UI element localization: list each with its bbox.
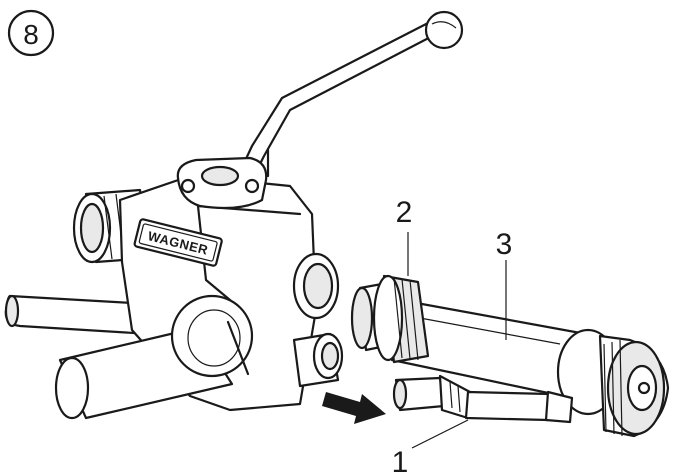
outlet-port [292, 252, 340, 320]
step-number: 8 [23, 19, 39, 50]
valve-handle[interactable] [176, 10, 464, 210]
part-2-nut [350, 274, 430, 364]
leader-1 [411, 419, 469, 449]
part-3-connector [390, 298, 670, 438]
front-pipe [54, 294, 254, 420]
knurl-ring-right [603, 339, 623, 437]
callout-2-label: 2 [396, 196, 413, 229]
callout-leaders [407, 232, 507, 449]
part-1-fitting [392, 374, 574, 424]
assembly-arrow-icon [322, 392, 386, 424]
callout-3-label: 3 [496, 228, 513, 261]
rear-pipe [4, 294, 152, 336]
drain-nipple [292, 332, 344, 388]
callout-1-label: 1 [392, 446, 409, 476]
step-indicator: 8 [7, 9, 55, 57]
